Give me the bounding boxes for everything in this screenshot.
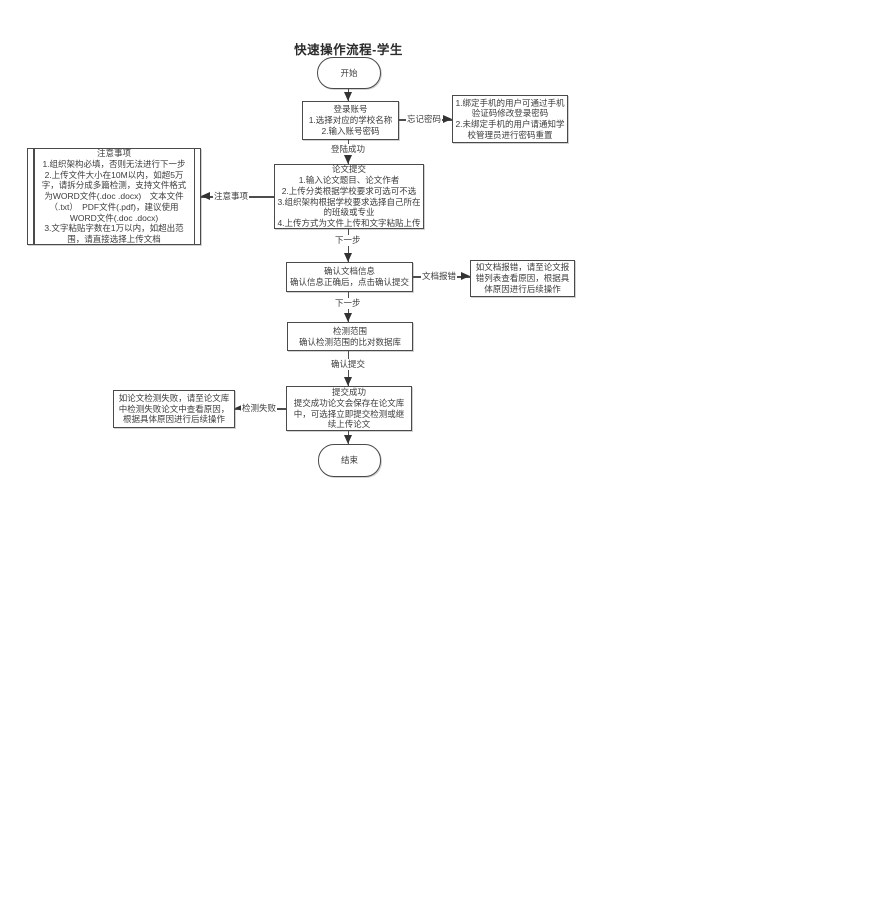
node-submit-success-label: 提交成功 提交成功论文会保存在论文库 中，可选择立即提交检测或继 续上传论文: [293, 387, 405, 430]
arrowhead-down-icon: [343, 377, 352, 386]
node-login-account: 登录账号 1.选择对应的学校名称 2.输入账号密码: [302, 101, 399, 140]
node-paper-submit-label: 论文提交 1.输入论文题目、论文作者 2.上传分类根据学校要求可选可不选 3.组…: [277, 164, 421, 228]
node-forgot-password-info-label: 1.绑定手机的用户可通过手机 验证码修改登录密码 2.未绑定手机的用户请通知学 …: [455, 97, 565, 140]
edge-label-forgot-password: 忘记密码: [406, 113, 443, 125]
arrowhead-down-icon: [343, 313, 352, 322]
arrowhead-right-icon: [461, 271, 470, 280]
edge-label-next-step-1: 下一步: [334, 235, 362, 246]
subprocess-right-bar: [193, 149, 195, 244]
node-confirm-info: 确认文档信息 确认信息正确后，点击确认提交: [286, 262, 413, 292]
arrowhead-down-icon: [343, 435, 352, 444]
node-submit-success: 提交成功 提交成功论文会保存在论文库 中，可选择立即提交检测或继 续上传论文: [286, 386, 412, 431]
node-forgot-password-info: 1.绑定手机的用户可通过手机 验证码修改登录密码 2.未绑定手机的用户请通知学 …: [452, 95, 568, 143]
node-end: 结束: [318, 444, 381, 477]
node-notes-label: 注意事项 1.组织架构必填，否则无法进行下一步 2.上传文件大小在10M以内，如…: [41, 148, 187, 244]
page-title: 快速操作流程-学生: [294, 43, 403, 57]
arrowhead-down-icon: [343, 155, 352, 164]
edge-label-doc-error: 文档报错: [421, 270, 458, 282]
node-confirm-info-label: 确认文档信息 确认信息正确后，点击确认提交: [289, 266, 409, 287]
arrowhead-left-icon: [235, 403, 244, 412]
arrowhead-down-icon: [343, 92, 352, 101]
node-doc-error-info-label: 如文档报错，请至论文报 错列表查看原因，根据具 体原因进行后续操作: [475, 262, 570, 294]
edge-label-next-step-2: 下一步: [334, 298, 362, 309]
node-end-label: 结束: [340, 455, 358, 466]
node-start: 开始: [317, 57, 381, 89]
edge-label-detect-fail: 检测失败: [241, 402, 278, 414]
node-paper-submit: 论文提交 1.输入论文题目、论文作者 2.上传分类根据学校要求可选可不选 3.组…: [274, 164, 424, 229]
edge-label-confirm-submit: 确认提交: [330, 359, 367, 370]
node-detect-range: 检测范围 确认检测范围的比对数据库: [287, 322, 413, 351]
node-detect-fail-info-label: 如论文检测失败，请至论文库 中检测失败论文中查看原因， 根据具体原因进行后续操作: [118, 392, 230, 425]
node-notes: 注意事项 1.组织架构必填，否则无法进行下一步 2.上传文件大小在10M以内，如…: [27, 148, 201, 245]
node-start-label: 开始: [340, 67, 358, 78]
subprocess-left-bar: [33, 149, 35, 244]
arrowhead-right-icon: [443, 114, 452, 123]
node-detect-fail-info: 如论文检测失败，请至论文库 中检测失败论文中查看原因， 根据具体原因进行后续操作: [113, 390, 235, 428]
edge-label-login-success: 登陆成功: [330, 144, 367, 155]
arrowhead-down-icon: [343, 253, 352, 262]
node-detect-range-label: 检测范围 确认检测范围的比对数据库: [298, 325, 401, 347]
arrowhead-left-icon: [201, 191, 210, 200]
edge-label-notes: 注意事项: [213, 190, 250, 202]
node-doc-error-info: 如文档报错，请至论文报 错列表查看原因，根据具 体原因进行后续操作: [470, 260, 575, 297]
node-login-account-label: 登录账号 1.选择对应的学校名称 2.输入账号密码: [308, 104, 393, 136]
